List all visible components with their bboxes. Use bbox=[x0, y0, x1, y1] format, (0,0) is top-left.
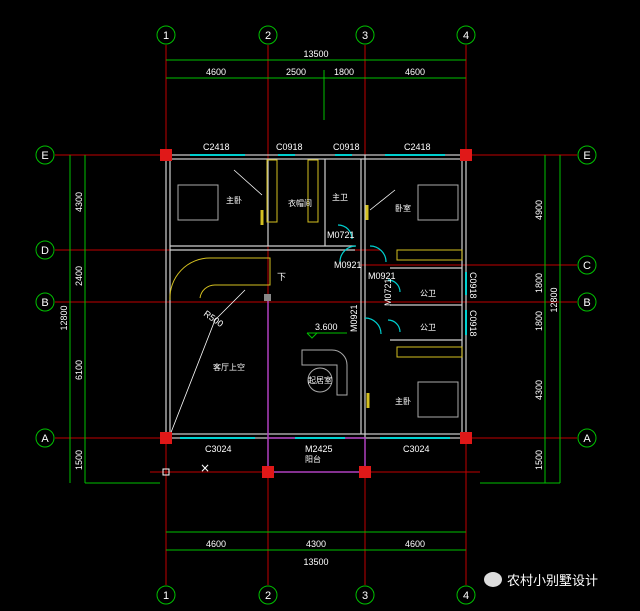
axis-label-e-left: E bbox=[41, 150, 48, 162]
ucs-marker bbox=[162, 468, 170, 476]
dim-right-seg: 4900 bbox=[534, 200, 544, 220]
dim-right-seg: 1800 bbox=[534, 311, 544, 331]
dimension-lines bbox=[69, 59, 561, 551]
window-label: C0918 bbox=[468, 310, 478, 337]
beds bbox=[177, 184, 459, 418]
dim-right-seg: 1800 bbox=[534, 273, 544, 293]
dim-top-seg: 2500 bbox=[286, 67, 306, 77]
window-label: C3024 bbox=[205, 444, 232, 454]
window-label: C3024 bbox=[403, 444, 430, 454]
cross-mark: × bbox=[200, 461, 210, 475]
room-label: 公卫 bbox=[420, 289, 436, 298]
axis-label-c-right: C bbox=[583, 260, 591, 272]
axis-label-1: 1 bbox=[163, 30, 169, 42]
radius-label: R500 bbox=[202, 308, 225, 329]
columns bbox=[160, 149, 472, 478]
window-label: C0918 bbox=[468, 272, 478, 299]
door-label: M0921 bbox=[334, 260, 362, 270]
room-label: 起居室 bbox=[308, 375, 332, 385]
room-label: 公卫 bbox=[420, 323, 436, 332]
axis-label-a-left: A bbox=[41, 433, 49, 445]
stair-down-label: 下 bbox=[277, 272, 286, 282]
room-label: 卧室 bbox=[395, 203, 411, 213]
axis-label-b-right: B bbox=[583, 297, 590, 309]
dim-bottom-total: 13500 bbox=[303, 557, 328, 567]
axis-grid-lines bbox=[55, 45, 577, 585]
level-label: 3.600 bbox=[315, 322, 338, 332]
axis-label-1-bottom: 1 bbox=[163, 590, 169, 602]
dim-top-total: 13500 bbox=[303, 49, 328, 59]
window-label: C0918 bbox=[333, 142, 360, 152]
axis-label-e-right: E bbox=[583, 150, 590, 162]
watermark-text: 农村小别墅设计 bbox=[507, 574, 599, 589]
window-label: C2418 bbox=[203, 142, 230, 152]
axis-bubbles bbox=[35, 25, 597, 605]
door-label: M0721 bbox=[327, 230, 355, 240]
dim-left-total: 12800 bbox=[59, 305, 69, 330]
column-small bbox=[264, 294, 271, 301]
dim-bottom-seg: 4600 bbox=[206, 539, 226, 549]
door-label: M0721 bbox=[383, 278, 393, 306]
axis-label-a-right: A bbox=[583, 433, 591, 445]
window-label: C0918 bbox=[276, 142, 303, 152]
dim-right-total: 12800 bbox=[549, 287, 559, 312]
dim-right-seg: 1500 bbox=[534, 450, 544, 470]
dim-top-seg: 4600 bbox=[405, 67, 425, 77]
wechat-icon bbox=[484, 572, 502, 587]
room-label: 客厅上空 bbox=[213, 362, 245, 372]
axis-label-b-left: B bbox=[41, 297, 48, 309]
watermark: 农村小别墅设计 bbox=[484, 570, 598, 589]
room-label: 主卧 bbox=[226, 195, 242, 205]
dim-bottom-seg: 4300 bbox=[306, 539, 326, 549]
door-label: M2425 bbox=[305, 444, 333, 454]
furniture bbox=[169, 159, 463, 408]
dim-top-seg: 1800 bbox=[334, 67, 354, 77]
level-marker-icon bbox=[306, 332, 347, 339]
dim-left-seg: 6100 bbox=[74, 360, 84, 380]
dim-left-seg: 2400 bbox=[74, 266, 84, 286]
dim-right-seg: 4300 bbox=[534, 380, 544, 400]
walls bbox=[165, 154, 467, 439]
axis-label-4: 4 bbox=[463, 30, 469, 42]
room-label: 主卧 bbox=[395, 396, 411, 406]
axis-label-3-bottom: 3 bbox=[362, 590, 368, 602]
axis-label-3: 3 bbox=[362, 30, 368, 42]
axis-label-4-bottom: 4 bbox=[463, 590, 469, 602]
dim-top-seg: 4600 bbox=[206, 67, 226, 77]
axis-label-d-left: D bbox=[41, 245, 49, 257]
windows bbox=[180, 154, 467, 439]
leader-lines bbox=[169, 169, 396, 436]
dim-left-seg: 1500 bbox=[74, 450, 84, 470]
room-label: 主卫 bbox=[332, 192, 348, 202]
room-label: 衣帽间 bbox=[288, 198, 312, 208]
room-label: 阳台 bbox=[305, 454, 321, 464]
door-label: M0921 bbox=[368, 271, 396, 281]
axis-label-2-bottom: 2 bbox=[265, 590, 271, 602]
door-label: M0921 bbox=[349, 304, 359, 332]
axis-label-2: 2 bbox=[265, 30, 271, 42]
dim-bottom-seg: 4600 bbox=[405, 539, 425, 549]
doors bbox=[337, 224, 401, 335]
window-label: C2418 bbox=[404, 142, 431, 152]
dim-left-seg: 4300 bbox=[74, 192, 84, 212]
